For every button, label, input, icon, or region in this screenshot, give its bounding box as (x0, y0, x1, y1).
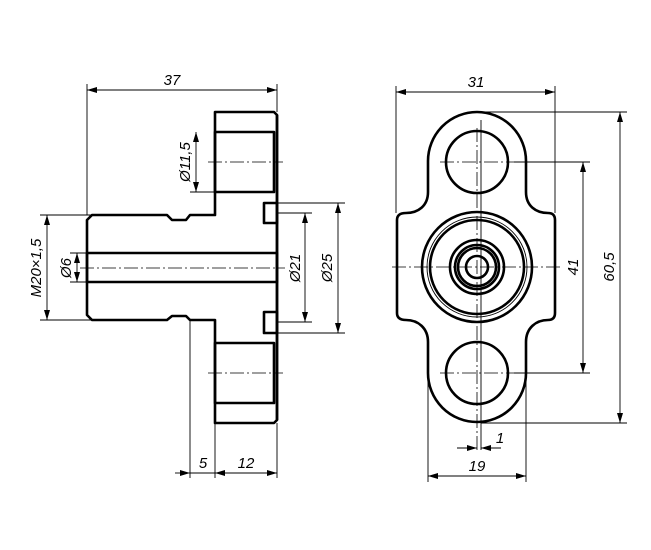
section-view: 37 Ø11,5 M20×1,5 Ø6 Ø21 Ø25 5 12 (28, 72, 345, 478)
section-body (85, 110, 279, 425)
dim-overall-length: 37 (164, 72, 181, 89)
bore (85, 251, 279, 284)
dim-offset: 1 (496, 430, 504, 447)
recess-slot-bottom (262, 310, 279, 335)
recess-slot-top (262, 201, 279, 225)
front-view: 31 41 60,5 1 19 (392, 74, 627, 482)
dim-bore: Ø6 (58, 257, 75, 279)
dim-hole-spacing: 41 (565, 259, 582, 276)
dim-thread: M20×1,5 (28, 238, 45, 297)
dim-recess-outer: Ø25 (319, 253, 336, 283)
dim-lobe-width: 19 (469, 458, 486, 475)
dim-flange-thickness: 12 (238, 455, 255, 472)
dim-width: 31 (468, 74, 485, 91)
dim-recess-inner: Ø21 (287, 254, 304, 283)
dim-height: 60,5 (601, 252, 618, 282)
dim-undercut: 5 (199, 455, 208, 472)
dim-hole-diameter: Ø11,5 (177, 141, 194, 182)
